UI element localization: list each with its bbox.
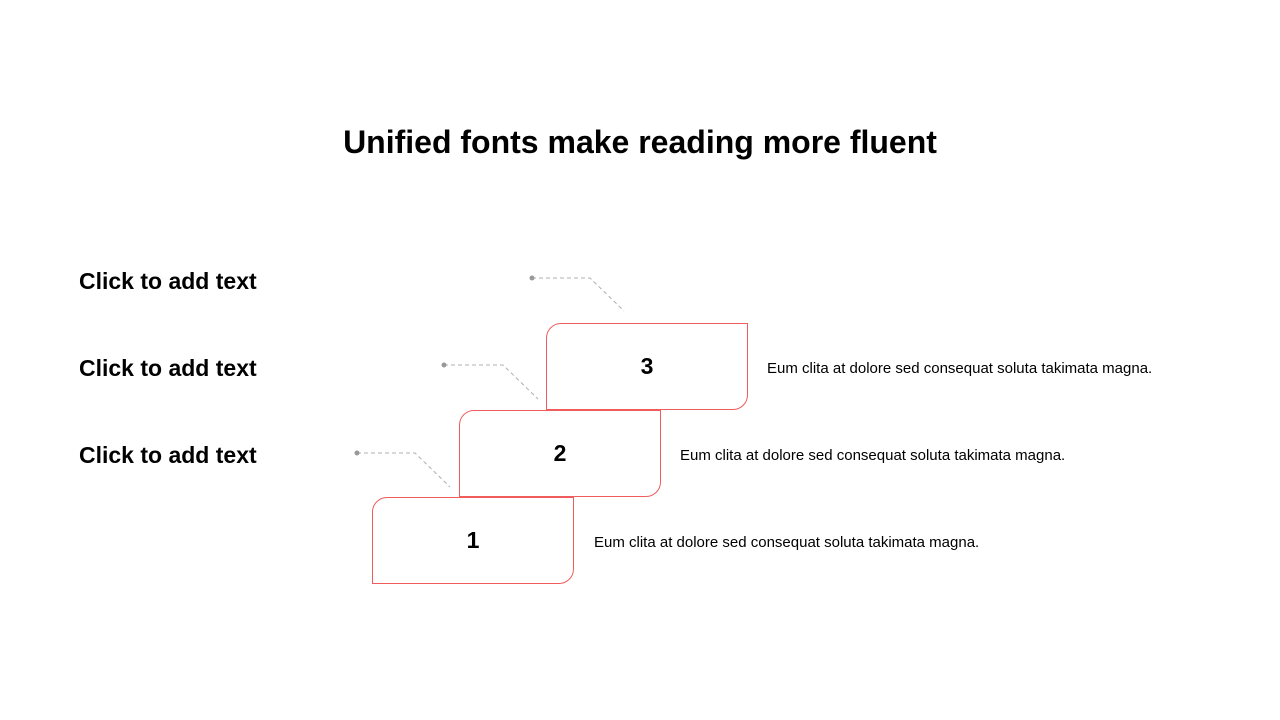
connector-dot-2 [441, 362, 447, 368]
step-number-3: 3 [640, 353, 654, 379]
connector-dot-3 [529, 275, 535, 281]
step-box-2: 2 [459, 410, 661, 497]
step-description-3: Eum clita at dolore sed consequat soluta… [767, 360, 1153, 377]
step-box-3: 3 [546, 323, 748, 410]
connector-step-2 [444, 364, 539, 400]
step-number-1: 1 [466, 527, 480, 553]
step-number-2: 2 [553, 440, 567, 466]
step-box-1: 1 [372, 497, 574, 584]
step-description-1: Eum clita at dolore sed consequat soluta… [594, 534, 980, 551]
text-placeholder-3[interactable]: Click to add text [79, 442, 257, 468]
text-placeholder-2[interactable]: Click to add text [79, 355, 257, 381]
text-placeholder-1[interactable]: Click to add text [79, 268, 257, 294]
connector-step-1 [357, 452, 451, 488]
step-description-2: Eum clita at dolore sed consequat soluta… [680, 447, 1066, 464]
connector-step-3 [532, 277, 625, 312]
slide-title: Unified fonts make reading more fluent [343, 124, 937, 160]
connector-dot-1 [354, 450, 360, 456]
